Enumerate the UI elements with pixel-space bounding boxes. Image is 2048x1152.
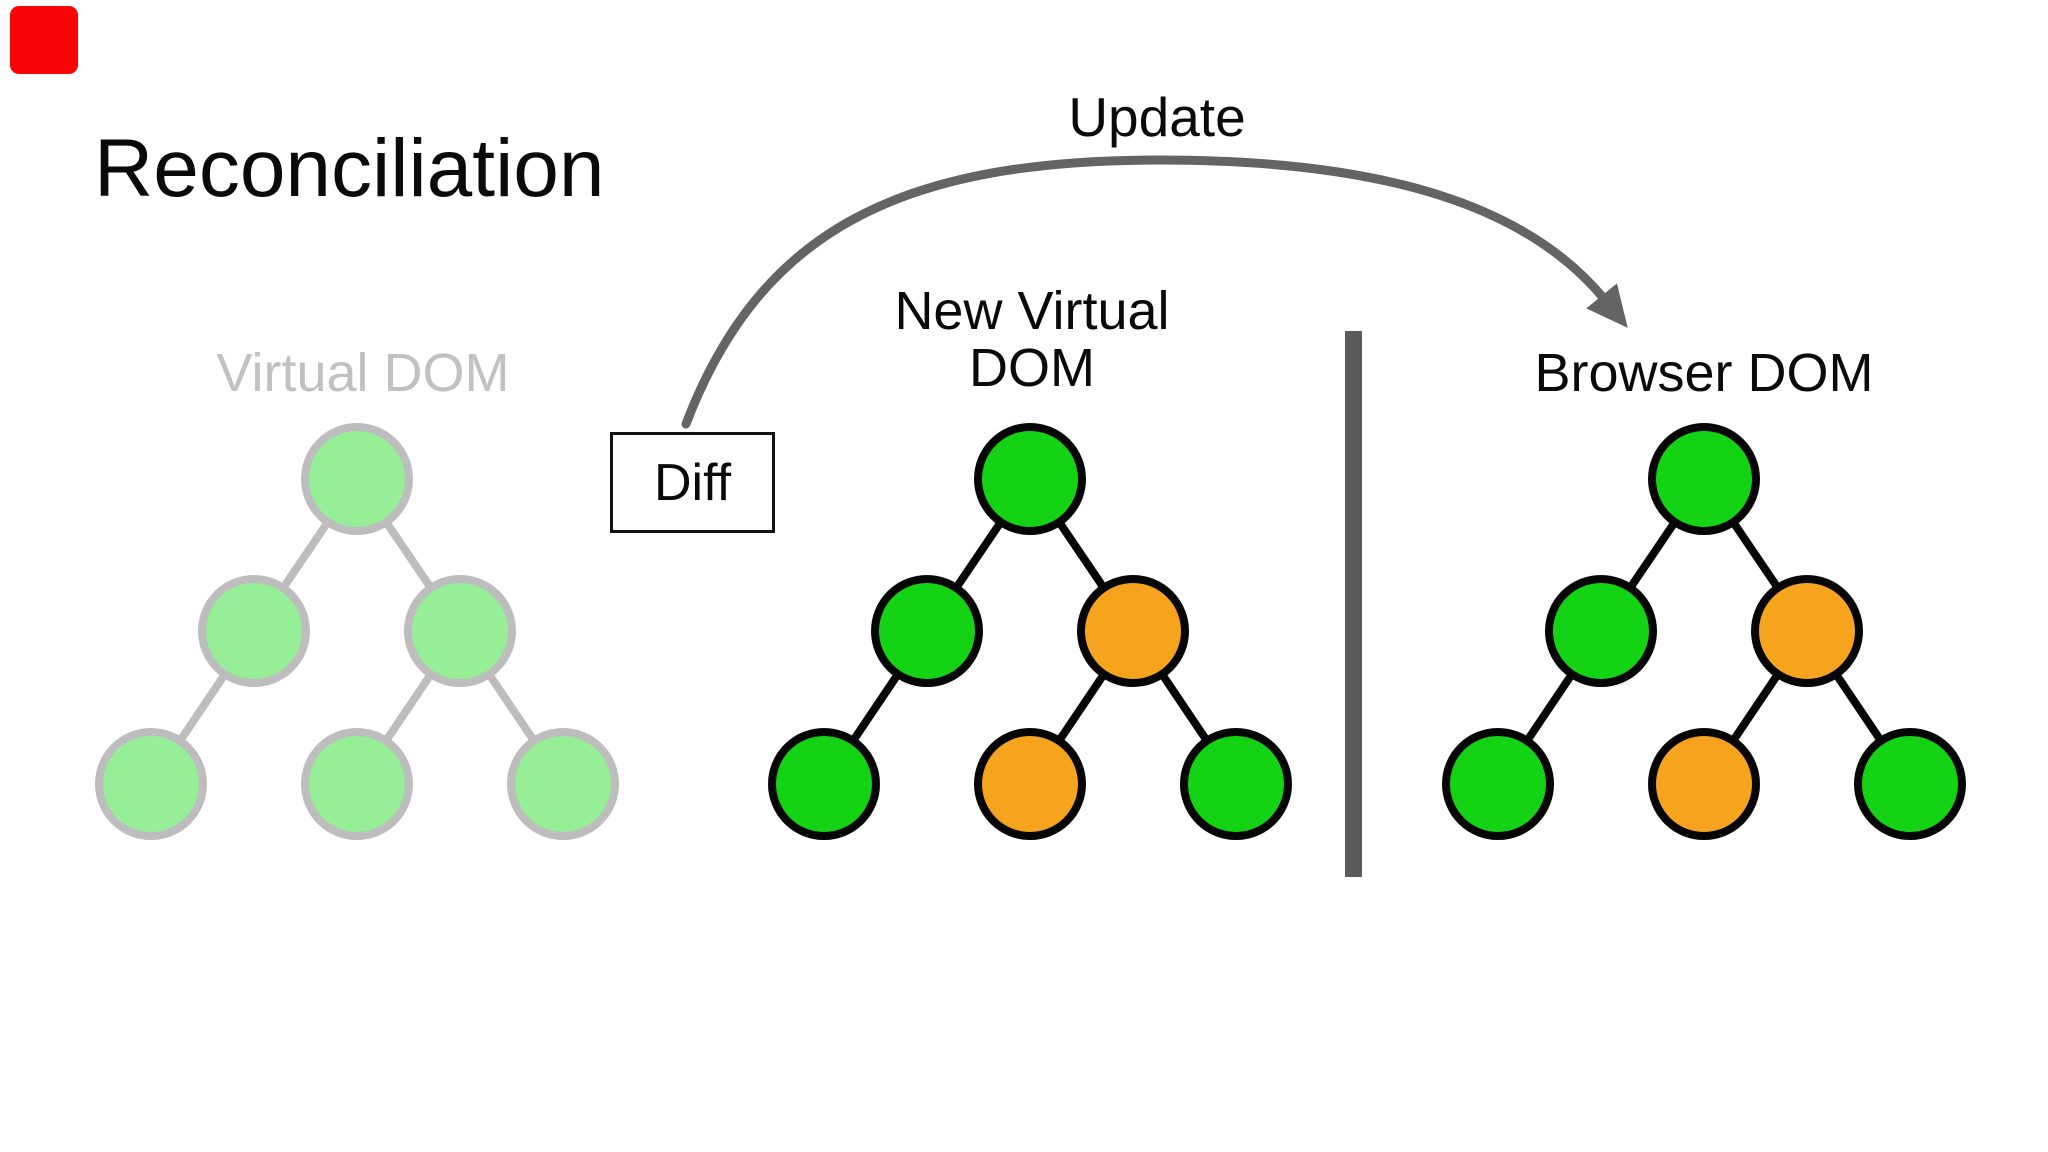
tree-new-virtual-dom-node-child_left xyxy=(871,575,983,687)
tree-virtual-dom-node-root xyxy=(301,423,413,535)
tree-browser-dom-node-child_right xyxy=(1751,575,1863,687)
divider-bar xyxy=(1345,331,1362,877)
tree-virtual-dom-node-child_right xyxy=(404,575,516,687)
tree-new-virtual-dom-node-leaf_middle xyxy=(974,728,1086,840)
browser-dom-label: Browser DOM xyxy=(1534,343,1874,403)
tree-new-virtual-dom xyxy=(768,423,1292,840)
tree-virtual-dom-node-leaf_middle xyxy=(301,728,413,840)
page-title: Reconciliation xyxy=(94,123,605,214)
red-marker xyxy=(10,6,78,74)
tree-virtual-dom-node-leaf_right xyxy=(507,728,619,840)
tree-browser-dom-node-leaf_right xyxy=(1854,728,1966,840)
tree-new-virtual-dom-node-child_right xyxy=(1077,575,1189,687)
trees-layer xyxy=(95,423,1966,840)
virtual-dom-label: Virtual DOM xyxy=(216,343,510,403)
tree-new-virtual-dom-node-leaf_right xyxy=(1180,728,1292,840)
tree-virtual-dom xyxy=(95,423,619,840)
new-virtual-dom-label: New Virtual DOM xyxy=(894,281,1170,399)
tree-browser-dom-node-child_left xyxy=(1545,575,1657,687)
tree-browser-dom-node-leaf_middle xyxy=(1648,728,1760,840)
update-arrow xyxy=(681,155,1628,429)
tree-virtual-dom-node-child_left xyxy=(198,575,310,687)
diff-label: Diff xyxy=(653,453,732,512)
tree-new-virtual-dom-node-root xyxy=(974,423,1086,535)
tree-browser-dom-node-leaf_left xyxy=(1442,728,1554,840)
tree-new-virtual-dom-node-leaf_left xyxy=(768,728,880,840)
diff-box: Diff xyxy=(610,432,775,533)
tree-virtual-dom-node-leaf_left xyxy=(95,728,207,840)
tree-browser-dom-node-root xyxy=(1648,423,1760,535)
update-arrow-label: Update xyxy=(1068,86,1246,148)
tree-browser-dom xyxy=(1442,423,1966,840)
